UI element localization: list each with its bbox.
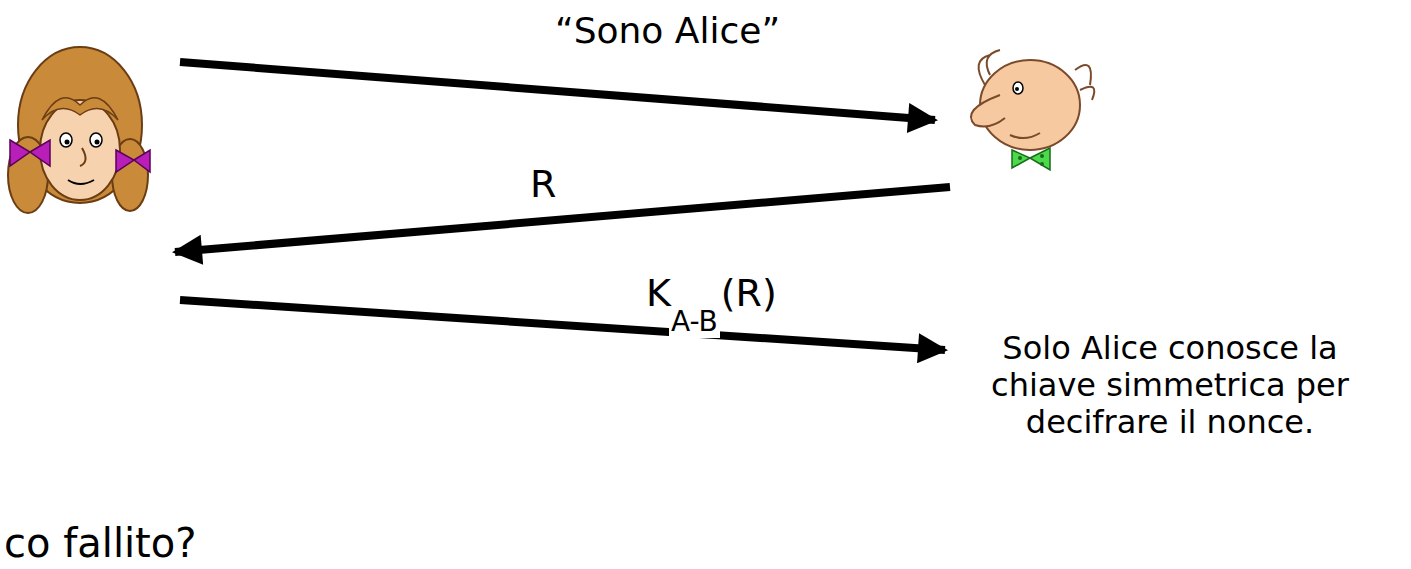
- alice-figure: [8, 47, 150, 213]
- key-label: K: [646, 272, 671, 316]
- message-arrow: [180, 62, 935, 120]
- key-label: (R): [721, 272, 777, 316]
- message-arrow: [175, 187, 950, 252]
- message-label: “Sono Alice”: [555, 10, 780, 51]
- message-arrow: [180, 300, 945, 350]
- key-subscript: A-B: [669, 306, 720, 338]
- slide-title-fragment: co fallito?: [4, 520, 197, 566]
- bob-figure: [971, 50, 1094, 170]
- note-text: Solo Alice conosce la chiave simmetrica …: [980, 330, 1360, 440]
- nonce-label: R: [530, 163, 556, 207]
